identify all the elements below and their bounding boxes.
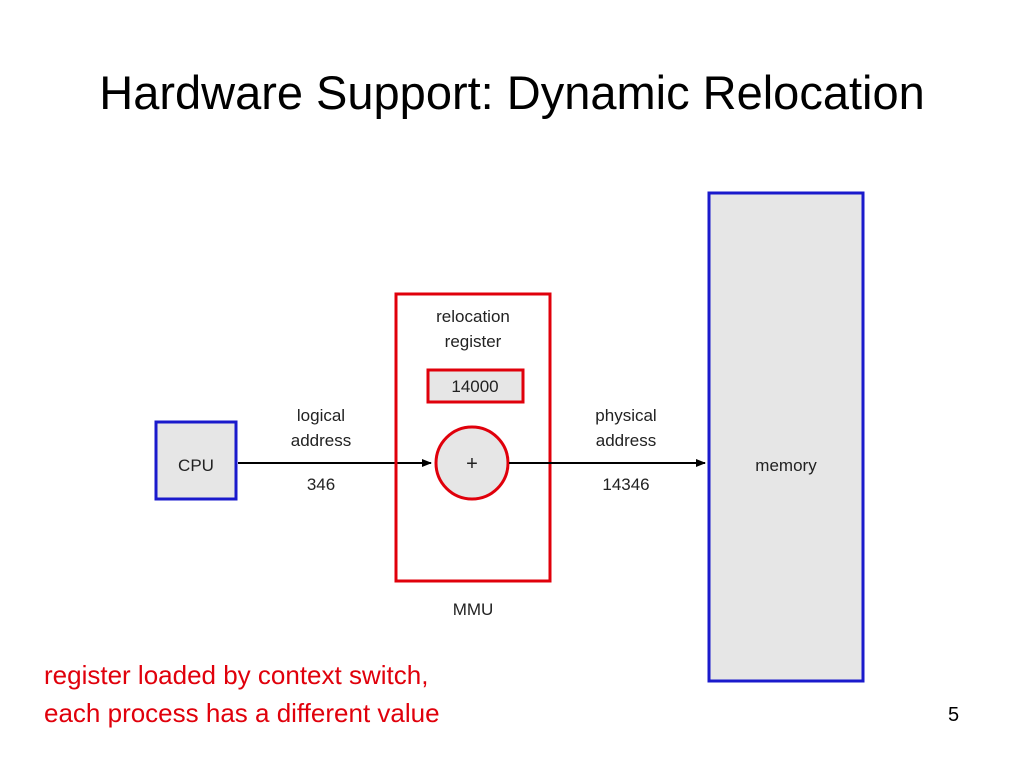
- memory-box: [707, 191, 865, 683]
- mmu-box: [394, 292, 552, 583]
- memory-label: memory: [755, 456, 817, 475]
- adder-symbol: +: [466, 453, 478, 475]
- physical-address-label-line2: address: [596, 431, 656, 450]
- physical-address-value: 14346: [602, 475, 649, 494]
- logical-address-label-line1: logical: [297, 406, 345, 425]
- cpu-box: [154, 420, 238, 501]
- note-line-2: each process has a different value: [44, 698, 440, 728]
- logical-address-label-line2: address: [291, 431, 351, 450]
- physical-address-label-line1: physical: [595, 406, 656, 425]
- mmu-label: MMU: [453, 600, 494, 619]
- context-switch-note: register loaded by context switch, each …: [44, 656, 440, 732]
- relocation-register-label-line1: relocation: [436, 307, 510, 326]
- relocation-register-label-line2: register: [445, 332, 502, 351]
- slide-title: Hardware Support: Dynamic Relocation: [99, 66, 925, 119]
- relocation-register-value: 14000: [451, 377, 498, 396]
- cpu-label: CPU: [178, 456, 214, 475]
- logical-address-value: 346: [307, 475, 335, 494]
- page-number: 5: [948, 704, 960, 726]
- note-line-1: register loaded by context switch,: [44, 660, 429, 690]
- relocation-register-box: [426, 368, 525, 404]
- adder-circle: [434, 425, 510, 501]
